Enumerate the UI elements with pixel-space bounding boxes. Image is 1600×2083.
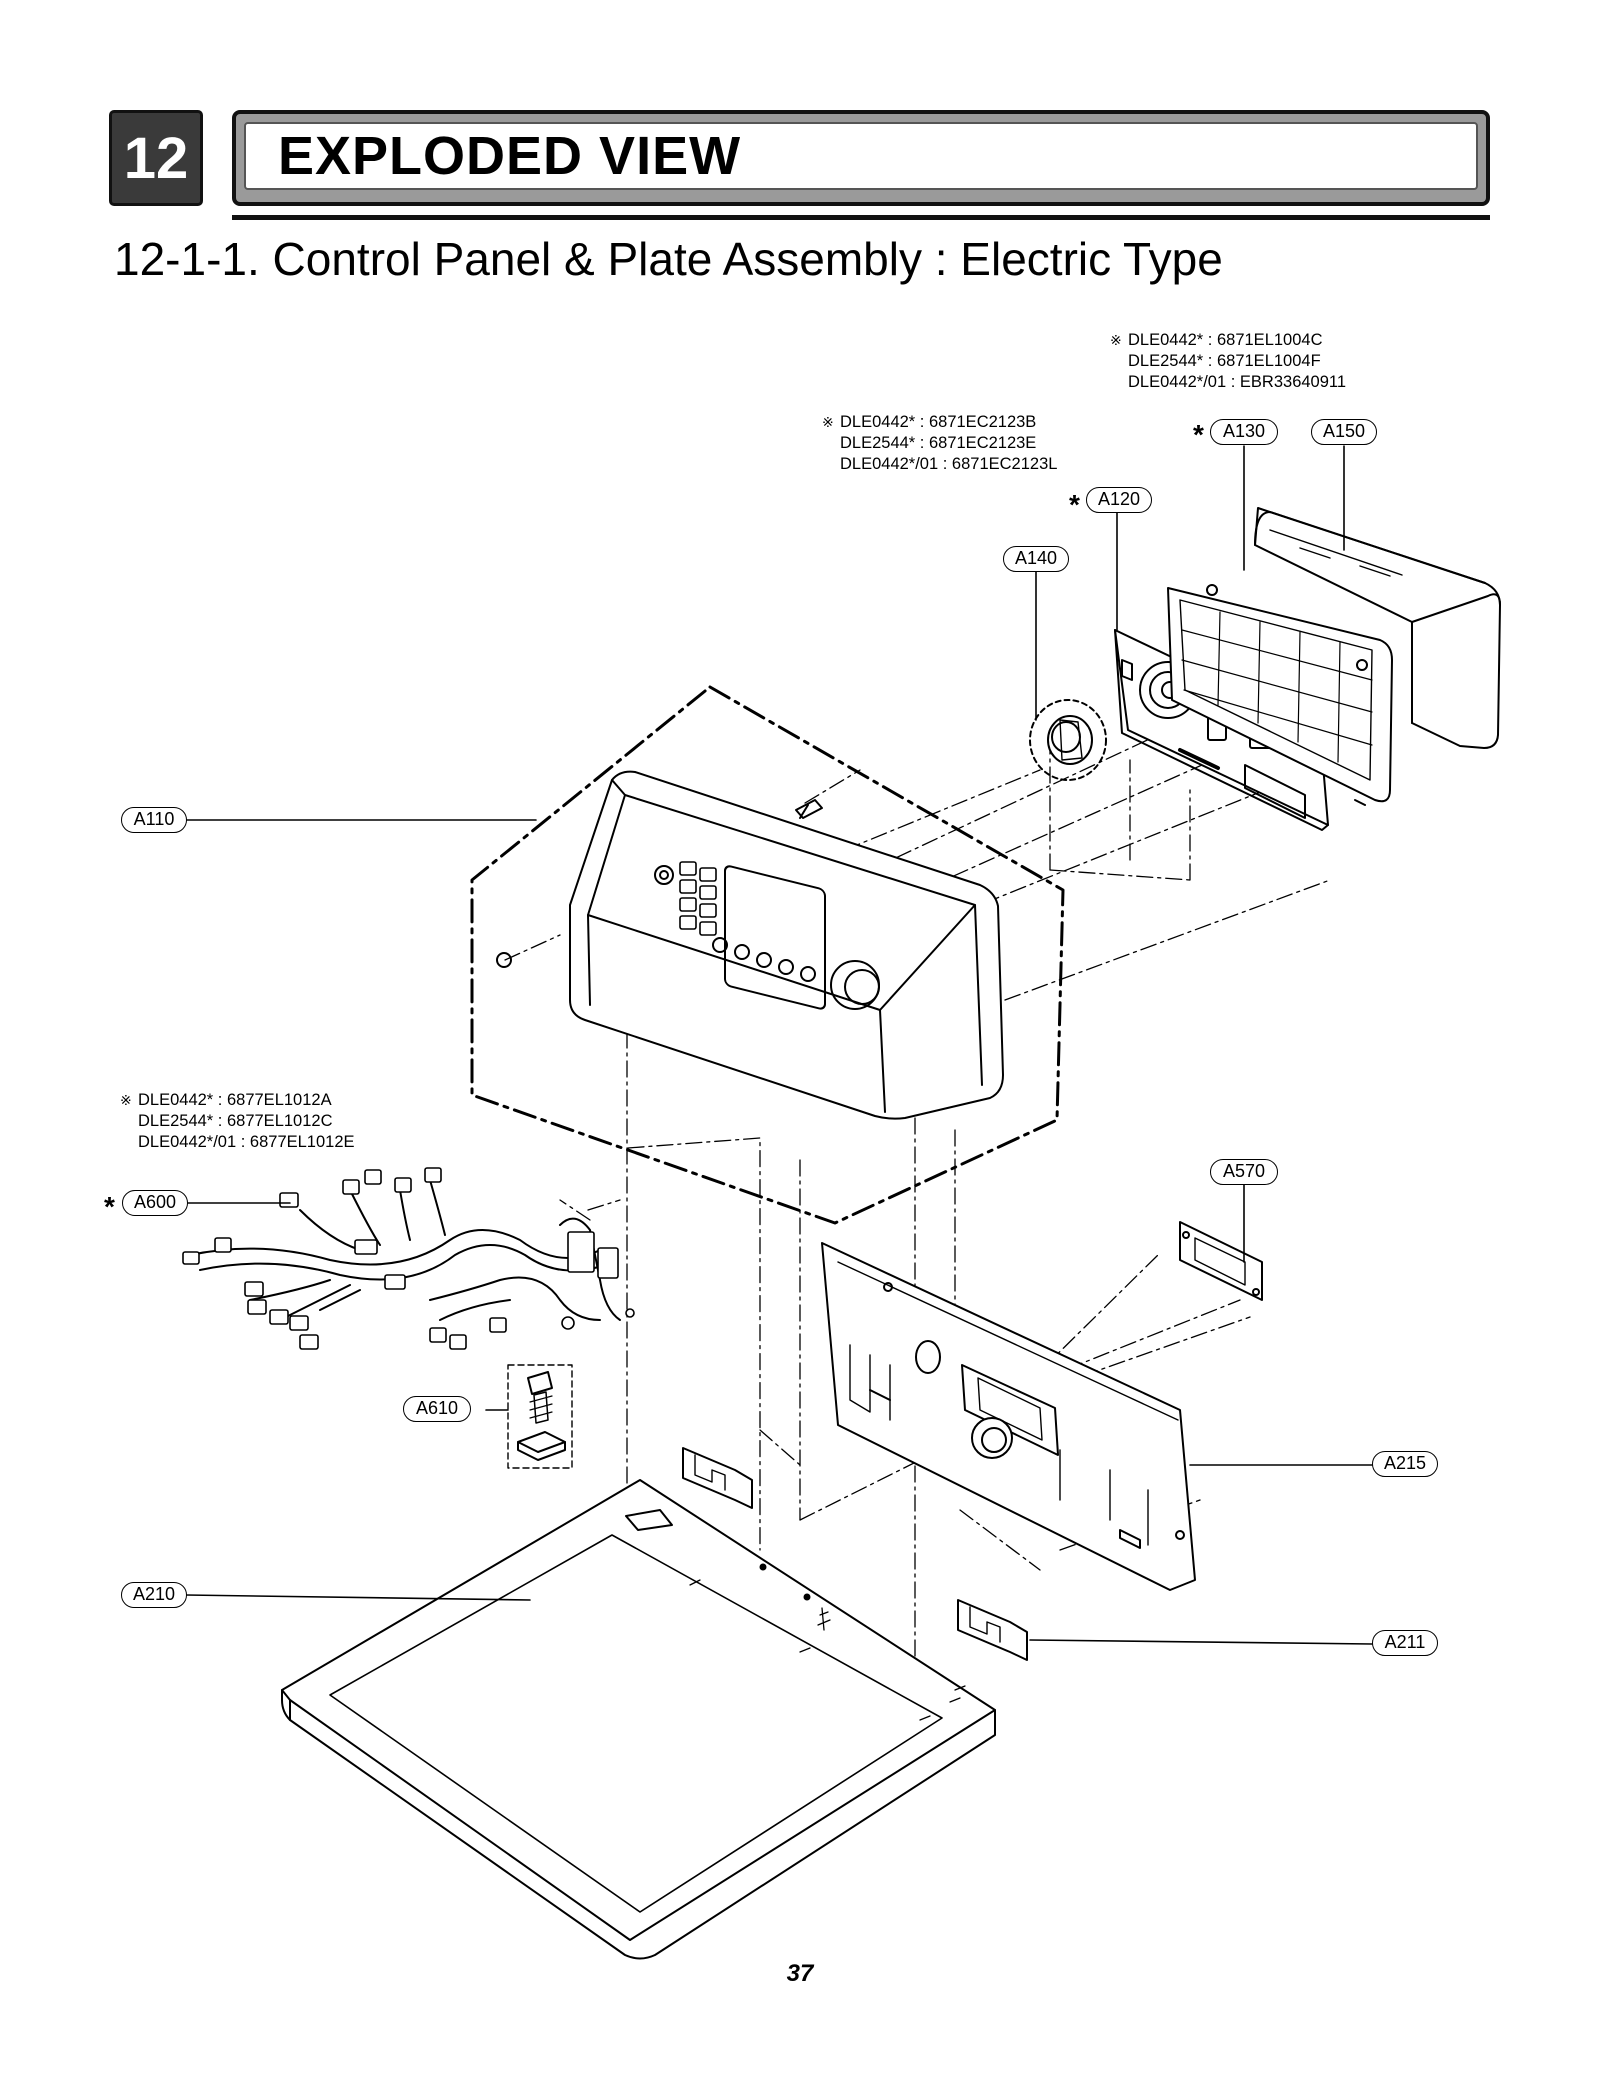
control-panel-housing [496, 770, 1004, 1120]
top-plate [281, 1479, 996, 1960]
rear-box [1254, 507, 1501, 749]
note-line: DLE0442* : 6871EC2123B [840, 413, 1037, 431]
clip-lower [957, 1599, 1028, 1661]
callout-a570: A570 [1210, 1159, 1278, 1185]
note-line: DLE0442* : 6877EL1012A [138, 1091, 332, 1109]
note-a130-part-numbers: ※ DLE0442* : 6871EL1004C DLE2544* : 6871… [1110, 330, 1347, 393]
page-subtitle: 12-1-1. Control Panel & Plate Assembly :… [114, 233, 1223, 285]
clip-upper [682, 1447, 753, 1509]
back-plate [821, 1242, 1196, 1591]
leader-lines [185, 445, 1373, 1645]
wire-harness [182, 1167, 635, 1350]
note-line: DLE0442*/01 : 6877EL1012E [138, 1133, 355, 1151]
note-line: DLE2544* : 6877EL1012C [138, 1112, 333, 1130]
small-bracket [1179, 1221, 1263, 1301]
page-number: 37 [786, 1960, 814, 1987]
section-title-inner: EXPLODED VIEW [244, 122, 1478, 190]
callout-a130-star: * [1193, 419, 1204, 450]
callout-a110: A110 [121, 807, 187, 833]
dial-knob [1029, 699, 1107, 781]
callout-a600-star: * [104, 1191, 115, 1222]
callout-a120: A120 [1086, 487, 1152, 513]
callout-a610: A610 [403, 1396, 471, 1422]
note-mark: ※ [822, 414, 834, 430]
note-mark: ※ [120, 1092, 132, 1108]
section-title: EXPLODED VIEW [278, 126, 742, 186]
note-line: DLE0442*/01 : EBR33640911 [1128, 373, 1347, 391]
section-number-badge: 12 [109, 110, 203, 206]
callout-a120-star: * [1069, 489, 1080, 520]
callout-a150: A150 [1311, 419, 1377, 445]
callout-a211: A211 [1372, 1630, 1438, 1656]
note-line: DLE0442*/01 : 6871EC2123L [840, 455, 1058, 473]
pcb-cover [1167, 584, 1393, 806]
note-mark: ※ [1110, 332, 1122, 348]
callout-a215: A215 [1372, 1451, 1438, 1477]
section-title-frame: EXPLODED VIEW [232, 110, 1490, 206]
note-line: DLE2544* : 6871EL1004F [1128, 352, 1321, 370]
title-underline [232, 215, 1490, 220]
screw-and-nut [507, 1364, 573, 1469]
note-a600-part-numbers: ※ DLE0442* : 6877EL1012A DLE2544* : 6877… [120, 1090, 355, 1153]
note-line: DLE0442* : 6871EL1004C [1128, 331, 1323, 349]
callout-a210: A210 [121, 1582, 187, 1608]
panel-assembly-boundary [470, 685, 1065, 1225]
note-a120-part-numbers: ※ DLE0442* : 6871EC2123B DLE2544* : 6871… [822, 412, 1058, 475]
note-line: DLE2544* : 6871EC2123E [840, 434, 1037, 452]
callout-a600: A600 [122, 1190, 188, 1216]
callout-a130: A130 [1210, 419, 1278, 445]
callout-a140: A140 [1003, 546, 1069, 572]
